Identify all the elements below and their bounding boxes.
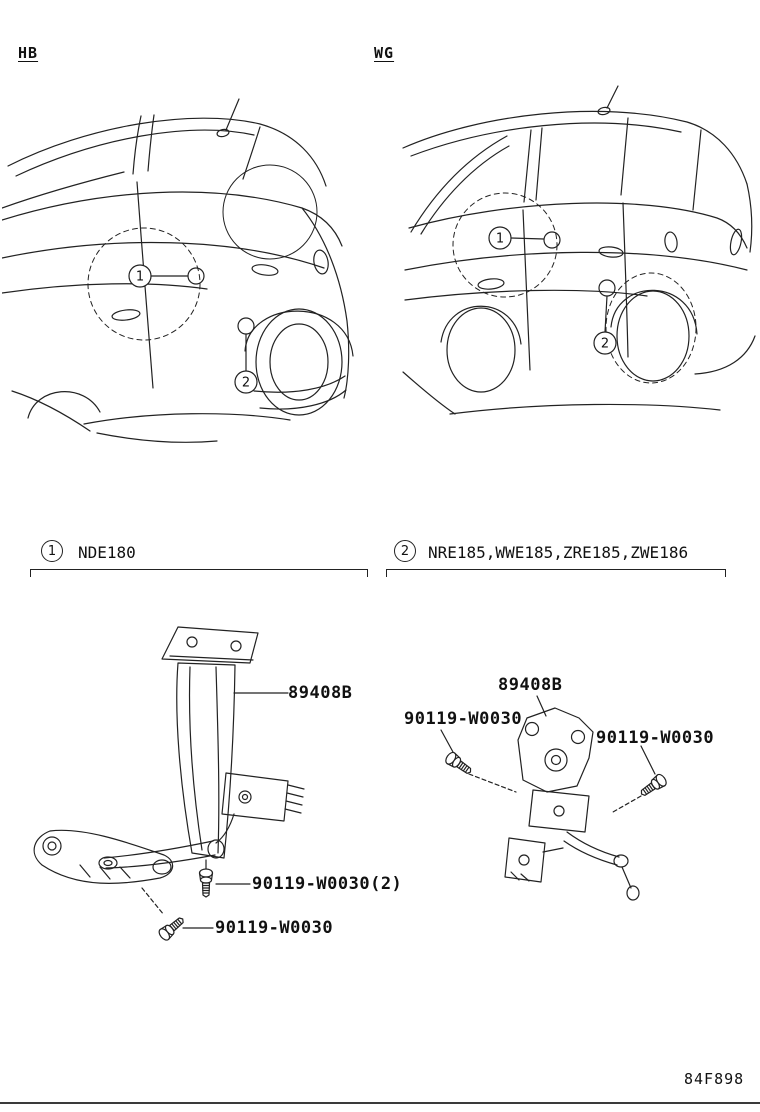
figure-code: 84F898 [684,1070,745,1088]
part-label-bolt-right-wg: 90119-W0030 [596,728,715,748]
antenna-icon [225,98,240,131]
bolt-icon [198,868,214,898]
part-label-bolt-pair-hb: 90119-W0030(2) [252,874,403,894]
door-handle-icon [111,309,141,321]
location-marker-ring [598,279,616,297]
part-label-bolt-hb: 90119-W0030 [215,918,334,938]
page-bottom-rule [0,1102,760,1104]
legend-callout-2-number: 2 [400,543,410,559]
callout-1-circle [128,264,152,288]
part-label-sensor-wg: 89408B [498,675,563,695]
variant-label-hb: HB [18,44,39,62]
door-handle-icon [251,264,279,276]
bolt-leader-dashed [468,773,517,793]
part-label-bolt-left-wg: 90119-W0030 [404,709,523,729]
legend-bracket-right [386,569,726,577]
height-sensor-bracket-art [440,695,669,901]
legend-callout-1-number: 1 [47,543,57,559]
wg-car-drawing: 1 2 [402,85,756,415]
antenna-icon [606,85,619,109]
height-sensor-bracket-art [33,626,305,943]
door-handle-icon [477,278,505,290]
legend-callout-2-circle: 2 [394,540,416,562]
legend-callout-1-models: NDE180 [78,543,136,562]
hb-car-drawing: 1 2 [2,98,354,443]
leader-line [536,695,547,717]
taillight-icon [729,228,743,256]
location-marker-ring [543,231,561,249]
wg-car-body-art [402,85,756,415]
wg-callout-2: 2 [593,279,617,355]
hb-car-body-art [2,98,354,443]
bolt-icon [443,750,475,778]
wg-callout-1: 1 [488,226,561,250]
callout-2-number: 2 [242,376,250,391]
part-label-sensor-hb: 89408B [288,683,353,703]
callout-2-circle [593,331,617,355]
leader-line [440,729,454,753]
leader-line [640,745,656,775]
legend-callout-1-circle: 1 [41,540,63,562]
bolt-icon [637,772,669,800]
legend-callout-2-models: NRE185,WWE185,ZRE185,ZWE186 [428,543,689,562]
wg-sensor-detail-drawing [440,695,669,901]
hb-sensor-detail-drawing [33,626,305,943]
door-handle-icon [598,246,624,258]
sensor-zone-dashed-circle [452,192,558,298]
bolt-leader-dashed [612,795,642,813]
sensor-zone-dashed-circle [87,227,201,341]
location-marker-ring [187,267,205,285]
callout-1-number: 1 [496,232,504,247]
bolt-leader-dashed [141,887,165,916]
sensor-zone-dashed-circle [605,272,697,384]
hb-callout-2: 2 [234,317,258,394]
callout-2-circle [234,370,258,394]
variant-label-wg: WG [374,44,395,62]
hb-callout-1: 1 [128,264,205,288]
legend-bracket-left [30,569,368,577]
callout-1-number: 1 [136,270,144,285]
callout-2-number: 2 [601,337,609,352]
callout-1-circle [488,226,512,250]
location-marker-ring [237,317,255,335]
